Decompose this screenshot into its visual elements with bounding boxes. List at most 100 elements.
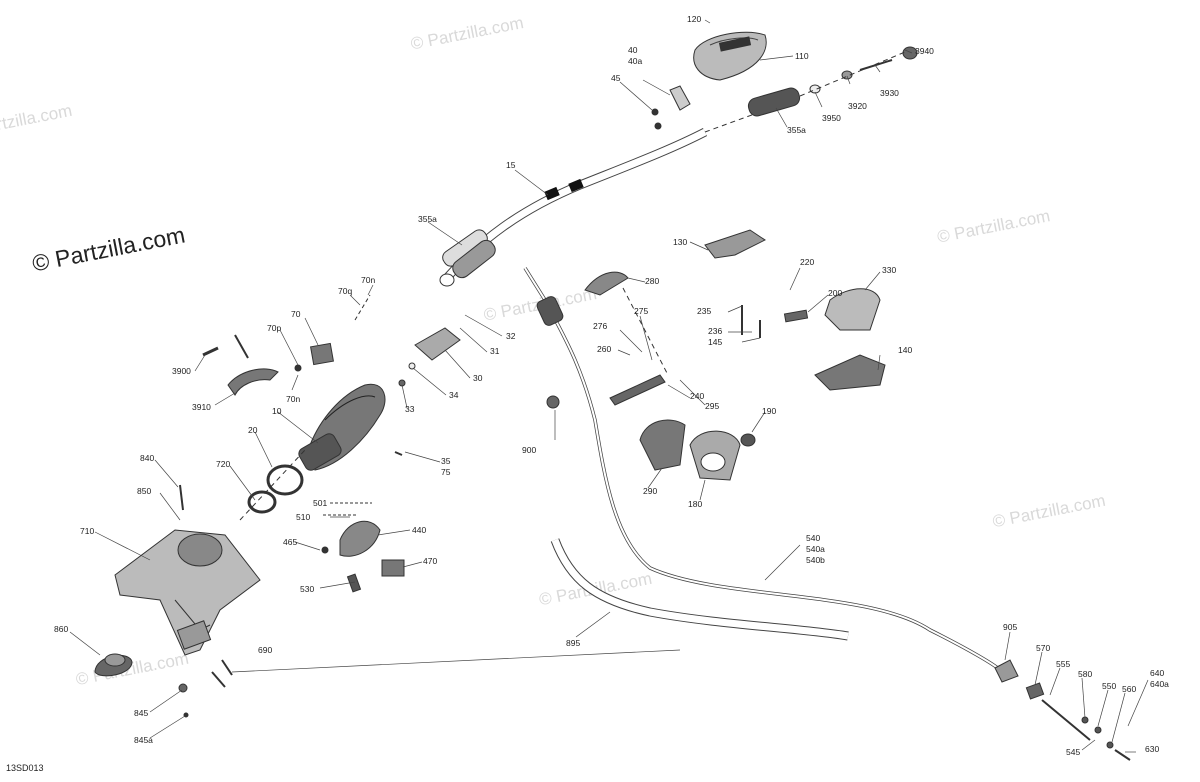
callout-label: 630 xyxy=(1145,744,1159,754)
callout-label: 140 xyxy=(898,345,912,355)
callout-label: 33 xyxy=(405,404,415,414)
callout-label: 860 xyxy=(54,624,68,634)
callout-label: 280 xyxy=(645,276,659,286)
callout-label: 20 xyxy=(248,425,258,435)
left-grip-part xyxy=(452,239,496,279)
callout-label: 180 xyxy=(688,499,702,509)
callout-label: 850 xyxy=(137,486,151,496)
callout-label: 545 xyxy=(1066,747,1080,757)
hose-part xyxy=(550,538,849,641)
switch-part xyxy=(294,294,371,372)
callout-label: 465 xyxy=(283,537,297,547)
callout-label: 720 xyxy=(216,459,230,469)
switch-housing-part xyxy=(651,31,767,130)
callout-label: 130 xyxy=(673,237,687,247)
watermark: © Partzilla.com xyxy=(991,491,1107,532)
steering-stem-part xyxy=(298,383,386,471)
callout-label: 355a xyxy=(418,214,437,224)
callout-label: 580 xyxy=(1078,669,1092,679)
callout-label: 3930 xyxy=(880,88,899,98)
watermark: © Partzilla.com xyxy=(0,101,74,142)
callout-label: 3910 xyxy=(192,402,211,412)
callout-label: 540b xyxy=(806,555,825,565)
callout-label: 15 xyxy=(506,160,516,170)
callout-label: 275 xyxy=(634,306,648,316)
callout-label: 440 xyxy=(412,525,426,535)
callout-label: 905 xyxy=(1003,622,1017,632)
brake-lever-parts xyxy=(584,271,756,481)
callout-label: 895 xyxy=(566,638,580,648)
callout-label: 330 xyxy=(882,265,896,275)
callout-label: 690 xyxy=(258,645,272,655)
callout-label: 3950 xyxy=(822,113,841,123)
clamp-part xyxy=(202,334,279,396)
callout-label: 220 xyxy=(800,257,814,267)
callout-label: 70n xyxy=(361,275,375,285)
throttle-parts xyxy=(321,520,405,593)
callout-label: 75 xyxy=(441,467,451,477)
callout-label: 35 xyxy=(441,456,451,466)
watermark: © Partzilla.com xyxy=(74,649,190,690)
callout-label: 30 xyxy=(473,373,483,383)
callout-label: 550 xyxy=(1102,681,1116,691)
watermark: © Partzilla.com xyxy=(409,13,525,54)
callout-label: 555 xyxy=(1056,659,1070,669)
callout-label: 190 xyxy=(762,406,776,416)
callout-label: 3940 xyxy=(915,46,934,56)
callout-label: 31 xyxy=(490,346,500,356)
callout-label: 540a xyxy=(806,544,825,554)
leader-lines xyxy=(69,19,1149,753)
callout-labels: 120 110 40 40a 45 3940 3930 3920 3950 35… xyxy=(54,14,1169,757)
screw-parts xyxy=(178,451,403,718)
callout-label: 40a xyxy=(628,56,642,66)
callout-label: 845 xyxy=(134,708,148,718)
parts-layer xyxy=(94,31,1131,761)
bracket-part xyxy=(398,327,461,387)
callout-label: 3920 xyxy=(848,101,867,111)
callout-label: 501 xyxy=(313,498,327,508)
callout-label: 236 xyxy=(708,326,722,336)
callout-label: 120 xyxy=(687,14,701,24)
bumper-part xyxy=(94,653,133,677)
callout-label: 145 xyxy=(708,337,722,347)
throttle-cable-part xyxy=(523,267,1002,672)
callout-label: 540 xyxy=(806,533,820,543)
callout-label: 276 xyxy=(593,321,607,331)
callout-label: 560 xyxy=(1122,684,1136,694)
callout-label: 3900 xyxy=(172,366,191,376)
callout-label: 570 xyxy=(1036,643,1050,653)
callout-label: 110 xyxy=(795,51,809,61)
control-housing-parts xyxy=(704,229,886,391)
callout-label: 45 xyxy=(611,73,621,83)
callout-label: 470 xyxy=(423,556,437,566)
callout-label: 290 xyxy=(643,486,657,496)
callout-label: 845a xyxy=(134,735,153,745)
callout-label: 260 xyxy=(597,344,611,354)
callout-label: 200 xyxy=(828,288,842,298)
callout-label: 70p xyxy=(267,323,281,333)
callout-label: 640a xyxy=(1150,679,1169,689)
callout-label: 70 xyxy=(291,309,301,319)
callout-label: 295 xyxy=(705,401,719,411)
callout-label: 640 xyxy=(1150,668,1164,678)
right-grip-part xyxy=(747,46,918,117)
callout-label: 900 xyxy=(522,445,536,455)
callout-label: 70n xyxy=(286,394,300,404)
callout-label: 10 xyxy=(272,406,282,416)
ring-parts xyxy=(239,449,306,521)
callout-label: 235 xyxy=(697,306,711,316)
cable-end-parts xyxy=(994,659,1131,761)
diagram-code: 13SD013 xyxy=(6,763,44,773)
steering-mount-part xyxy=(114,529,261,656)
callout-label: 34 xyxy=(449,390,459,400)
callout-label: 840 xyxy=(140,453,154,463)
callout-label: 355a xyxy=(787,125,806,135)
watermark: © Partzilla.com xyxy=(936,206,1052,247)
callout-label: 240 xyxy=(690,391,704,401)
callout-label: 530 xyxy=(300,584,314,594)
callout-label: 70q xyxy=(338,286,352,296)
callout-label: 40 xyxy=(628,45,638,55)
callout-label: 510 xyxy=(296,512,310,522)
